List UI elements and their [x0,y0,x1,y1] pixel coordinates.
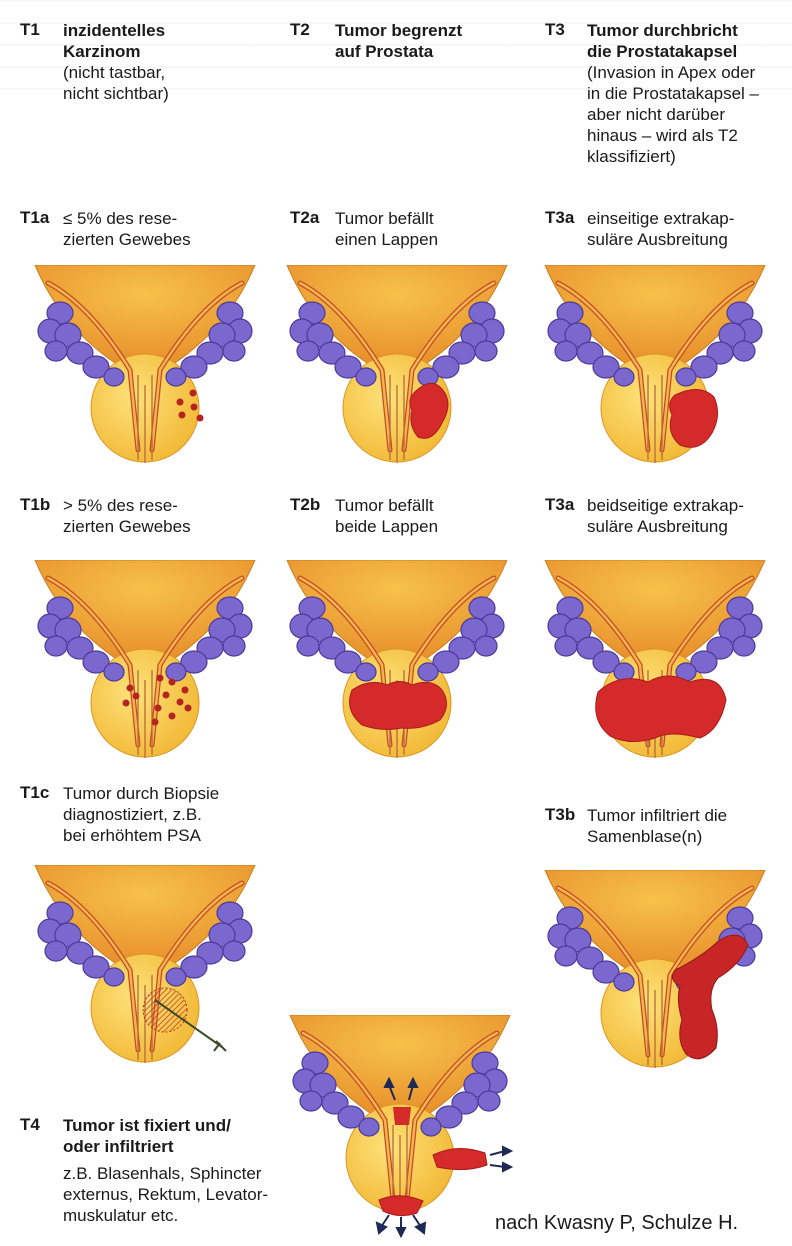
stage-code-t3a-2: T3a [545,495,574,515]
stage-t3-label: Tumor durchbricht die Prostatakapsel (In… [587,20,792,167]
t1c-biopsy-illustration [30,865,260,1065]
t1a-prostate-illustration [30,265,260,465]
t3a-bilateral-illustration [540,560,770,760]
stage-code-t3b: T3b [545,805,575,825]
stage-t3b-text: Tumor infiltriert die Samenblase(n) [587,805,792,847]
stage-t2-title: Tumor begrenzt auf Prostata [335,20,535,62]
stage-t4-title: Tumor ist fixiert und/ oder infiltriert [63,1115,288,1157]
stage-t1a-text: ≤ 5% des rese- zierten Gewebes [63,208,273,250]
stage-t3a-1-text: einseitige extrakap- suläre Ausbreitung [587,208,792,250]
stage-code-t4: T4 [20,1115,40,1135]
stage-code-t1: T1 [20,20,40,40]
stage-t1-title: inzidentelles Karzinom [63,20,273,62]
stage-code-t2: T2 [290,20,310,40]
t4-infiltration-illustration [285,1015,515,1245]
stage-t3a-2-text: beidseitige extrakap- suläre Ausbreitung [587,495,792,537]
stage-t1-text: (nicht tastbar, nicht sichtbar) [63,62,273,104]
stage-code-t3a-1: T3a [545,208,574,228]
stage-code-t1a: T1a [20,208,49,228]
stage-t3a-2-label: beidseitige extrakap- suläre Ausbreitung [587,495,792,537]
t3b-seminal-vesicle-illustration [540,870,770,1070]
t2b-prostate-illustration [282,560,512,760]
stage-code-t2a: T2a [290,208,319,228]
stage-t1b-label: > 5% des rese- zierten Gewebes [63,495,273,537]
stage-code-t1c: T1c [20,783,49,803]
t2a-prostate-illustration [282,265,512,465]
stage-t1c-label: Tumor durch Biopsie diagnostiziert, z.B.… [63,783,273,846]
stage-code-t2b: T2b [290,495,320,515]
stage-t3a-1-label: einseitige extrakap- suläre Ausbreitung [587,208,792,250]
stage-t1c-text: Tumor durch Biopsie diagnostiziert, z.B.… [63,783,273,846]
stage-t2a-label: Tumor befällt einen Lappen [335,208,535,250]
stage-t4-label: Tumor ist fixiert und/ oder infiltriert … [63,1115,288,1226]
stage-code-t3: T3 [545,20,565,40]
t3a-unilateral-illustration [540,265,770,465]
stage-t1b-text: > 5% des rese- zierten Gewebes [63,495,273,537]
stage-t4-text: z.B. Blasenhals, Sphincter externus, Rek… [63,1163,288,1226]
stage-t2b-label: Tumor befällt beide Lappen [335,495,535,537]
stage-t1-label: inzidentelles Karzinom (nicht tastbar, n… [63,20,273,104]
t1b-prostate-illustration [30,560,260,760]
stage-t2b-text: Tumor befällt beide Lappen [335,495,535,537]
stage-t3-text: (Invasion in Apex oder in die Prostataka… [587,62,792,167]
stage-t1a-label: ≤ 5% des rese- zierten Gewebes [63,208,273,250]
stage-t2a-text: Tumor befällt einen Lappen [335,208,535,250]
stage-code-t1b: T1b [20,495,50,515]
stage-t2-label: Tumor begrenzt auf Prostata [335,20,535,62]
stage-t3-title: Tumor durchbricht die Prostatakapsel [587,20,792,62]
credit-line: nach Kwasny P, Schulze H. [495,1212,738,1235]
stage-t3b-label: Tumor infiltriert die Samenblase(n) [587,805,792,847]
